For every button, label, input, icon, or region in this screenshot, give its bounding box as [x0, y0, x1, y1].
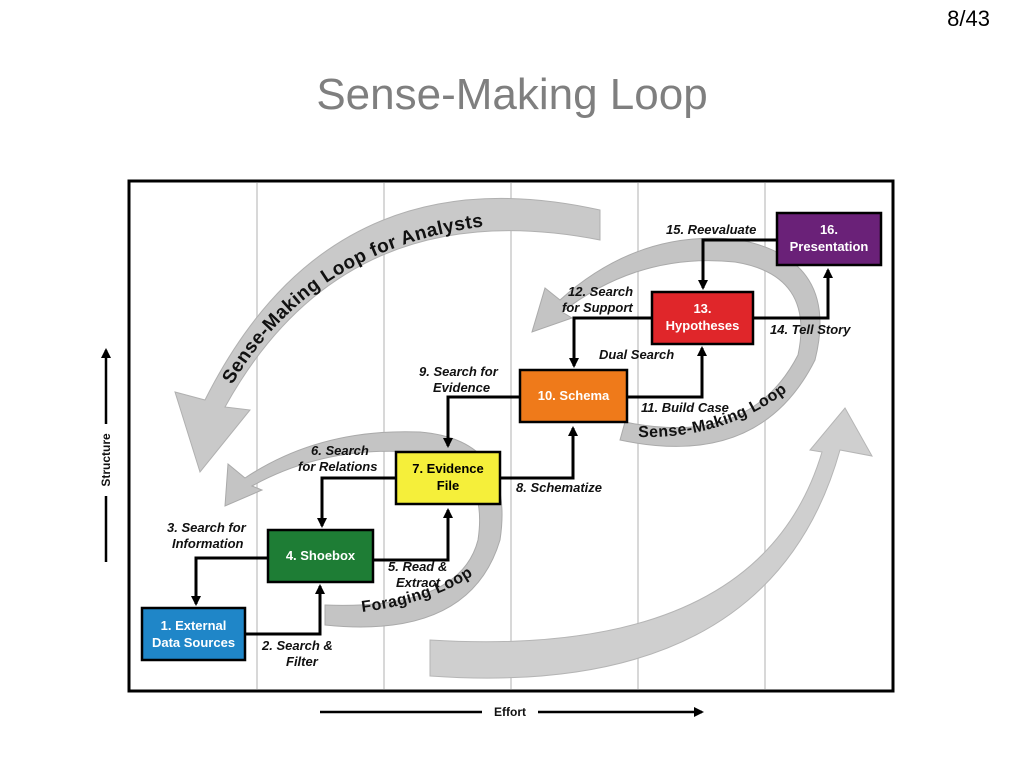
label-6-line2: for Relations: [298, 459, 377, 474]
box-external-data-sources: 1. External Data Sources: [140, 606, 247, 662]
box-7-line1: 7. Evidence: [412, 461, 484, 476]
box-13-line2: Hypotheses: [666, 318, 740, 333]
box-4-line1: 4. Shoebox: [286, 548, 356, 563]
label-5-line2: Extract: [396, 575, 441, 590]
label-8: 8. Schematize: [516, 480, 602, 495]
box-16-line2: Presentation: [790, 239, 869, 254]
outer-loop-arrow: [174, 198, 601, 474]
label-3-line1: 3. Search for: [167, 520, 247, 535]
box-1-line1: 1. External: [161, 618, 227, 633]
label-6-line1: 6. Search: [311, 443, 369, 458]
box-1-line2: Data Sources: [152, 635, 235, 650]
label-9-line2: Evidence: [433, 380, 490, 395]
label-2-line1: 2. Search &: [261, 638, 333, 653]
label-11: 11. Build Case: [641, 400, 729, 415]
label-14: 14. Tell Story: [770, 322, 851, 337]
box-10-line1: 10. Schema: [538, 388, 610, 403]
structure-axis: Structure: [99, 348, 113, 562]
effort-axis-label: Effort: [494, 705, 526, 719]
label-15: 15. Reevaluate: [666, 222, 756, 237]
box-hypotheses: 13. Hypotheses: [650, 290, 755, 346]
box-shoebox: 4. Shoebox: [266, 528, 375, 584]
structure-axis-label: Structure: [99, 433, 113, 487]
label-5-line1: 5. Read &: [388, 559, 447, 574]
return-loop-arrow: [429, 407, 873, 679]
label-dual-search: Dual Search: [599, 347, 674, 362]
box-16-line1: 16.: [820, 222, 838, 237]
label-2-line2: Filter: [286, 654, 319, 669]
label-12-line1: 12. Search: [568, 284, 633, 299]
label-9-line1: 9. Search for: [419, 364, 499, 379]
box-7-line2: File: [437, 478, 459, 493]
box-evidence-file: 7. Evidence File: [394, 450, 502, 506]
page-number: 8/43: [947, 6, 990, 31]
label-3-line2: Information: [172, 536, 244, 551]
sensemaking-loop-arrow: [531, 237, 821, 447]
connector-arrows: [191, 238, 833, 636]
box-schema: 10. Schema: [518, 368, 629, 424]
box-presentation: 16. Presentation: [775, 211, 883, 267]
slide-title: Sense-Making Loop: [316, 70, 708, 119]
label-12-line2: for Support: [562, 300, 633, 315]
effort-axis: Effort: [320, 705, 704, 719]
box-13-line1: 13.: [693, 301, 711, 316]
